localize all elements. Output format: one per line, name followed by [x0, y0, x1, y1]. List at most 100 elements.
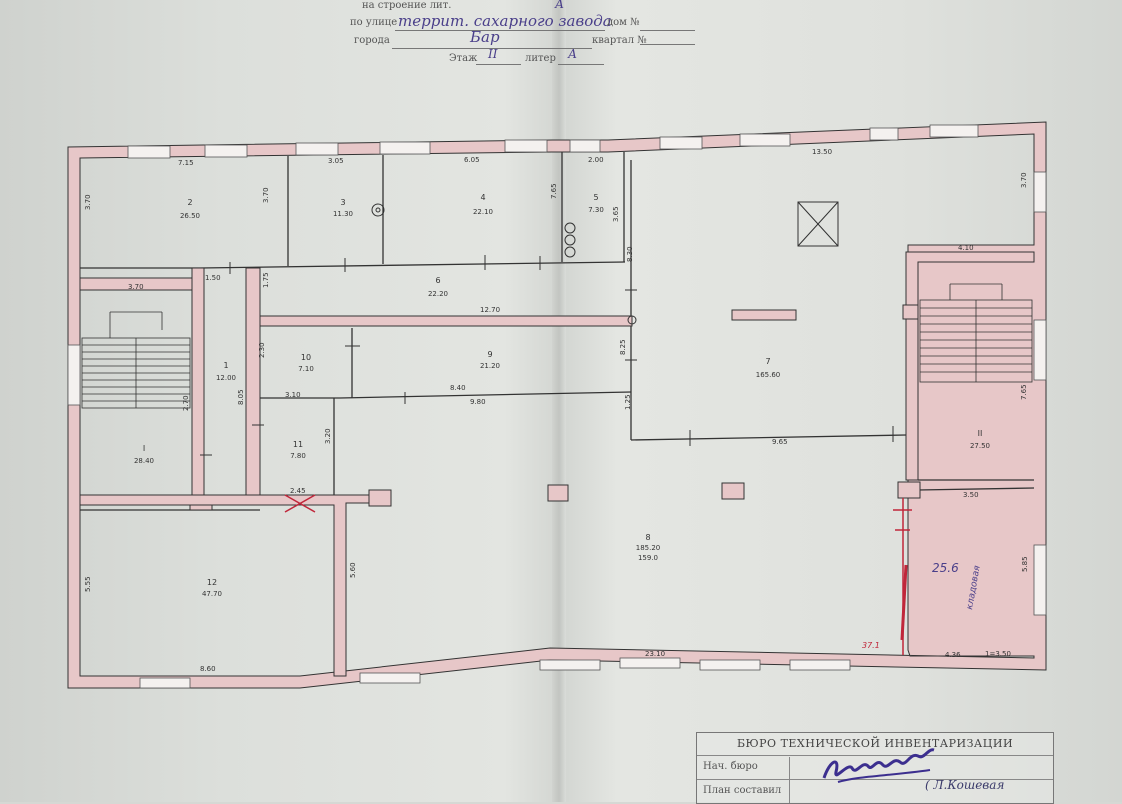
room-area-10: 7.10	[298, 365, 314, 373]
room-num-9: 9	[487, 350, 492, 359]
header-apt-line	[640, 44, 695, 45]
room-num-1: 1	[223, 361, 228, 370]
room-num-I: I	[143, 444, 145, 453]
header-floor-line	[476, 64, 521, 65]
dim-2310: 23.10	[645, 650, 665, 658]
dim-860: 8.60	[200, 665, 216, 673]
dim-805: 8.05	[237, 389, 245, 405]
dim-230: 2.30	[258, 342, 266, 358]
header-street-value: террит. сахарного завода	[398, 12, 612, 30]
room-area-11: 7.80	[290, 452, 306, 460]
room-area-8: 185.20	[636, 544, 661, 552]
dim-310: 3.10	[285, 391, 301, 399]
dim-765: 7.65	[1020, 384, 1028, 400]
header-liter-value: А	[568, 47, 578, 61]
room-area-7: 165.60	[756, 371, 781, 379]
right-stair-walls	[905, 251, 1035, 481]
room-area-5: 7.30	[588, 206, 604, 214]
room-area-I: 28.40	[134, 457, 154, 465]
room-num-7: 7	[765, 357, 770, 366]
red-marks	[284, 494, 912, 655]
stamp-row-drawn: План составил	[703, 785, 782, 796]
dim-150: 1.50	[205, 274, 221, 282]
door-ticks	[200, 255, 894, 456]
dim-436: 4.36	[945, 651, 961, 659]
room-area-9: 21.20	[480, 362, 500, 370]
room-area-12: 47.70	[202, 590, 222, 598]
header-street-line	[395, 30, 605, 31]
header-apt-label: квартал №	[592, 35, 647, 46]
header-city-value: Бар	[470, 28, 500, 46]
hand-small: 37.1	[862, 641, 880, 650]
stamp-name: ( Л.Кошевая	[925, 778, 1005, 792]
dim-350: 3.50	[963, 491, 979, 499]
header-line1-value: А	[555, 0, 565, 11]
dimension-labels: 7.15 3.05 6.05 2.00 13.50 3.70 4.10 1.50…	[84, 148, 1029, 673]
hand-area: 25.6	[932, 561, 959, 575]
room-area-3: 11.30	[333, 210, 353, 218]
dim-585: 5.85	[1021, 556, 1029, 572]
room-area-1: 12.00	[216, 374, 236, 382]
dim-555: 5.55	[84, 576, 92, 592]
room-note-8: 159.0	[638, 554, 658, 562]
stamp-hline-2	[697, 779, 1053, 780]
dim-370a: 3.70	[84, 194, 92, 210]
dim-410: 4.10	[958, 244, 974, 252]
header-floor-value: II	[488, 47, 498, 61]
header-house-line	[640, 30, 695, 31]
dim-980: 9.80	[470, 398, 486, 406]
room-area-2: 26.50	[180, 212, 200, 220]
dim-245: 2.45	[290, 487, 306, 495]
room-num-2: 2	[187, 198, 192, 207]
header-liter-label: литер	[525, 53, 556, 64]
dim-1270: 12.70	[480, 306, 500, 314]
header-street-label: по улице	[350, 17, 398, 28]
signature-image	[822, 748, 935, 783]
room-num-3: 3	[340, 198, 345, 207]
room-area-II: 27.50	[970, 442, 990, 450]
dim-965: 9.65	[772, 438, 788, 446]
room-area-6: 22.20	[428, 290, 448, 298]
room-num-II: II	[978, 429, 983, 438]
stamp-vline	[789, 757, 790, 803]
header-house-label: дом №	[607, 17, 640, 28]
sanitary-fixtures	[371, 203, 637, 325]
outer-wall	[67, 121, 1047, 689]
dim-200: 2.00	[588, 156, 604, 164]
dim-830: 8.30	[626, 246, 634, 262]
room-num-6: 6	[435, 276, 440, 285]
room-num-12: 12	[207, 578, 217, 587]
dim-370b: 3.70	[128, 283, 144, 291]
interior-walls	[80, 152, 1035, 511]
room12-wall	[79, 494, 373, 677]
header-city-line	[392, 48, 592, 49]
dim-175: 1.75	[262, 272, 270, 288]
skylight	[797, 201, 839, 247]
left-core-walls	[79, 267, 261, 511]
room-num-10: 10	[301, 353, 311, 362]
dim-1350: 13.50	[812, 148, 832, 156]
stamp-title: БЮРО ТЕХНИЧЕСКОЙ ИНВЕНТАРИЗАЦИИ	[736, 737, 1014, 750]
dim-765b: 7.65	[550, 183, 558, 199]
header-city-label: города	[354, 35, 390, 46]
dim-370d: 3.70	[262, 187, 270, 203]
left-staircase	[81, 311, 191, 409]
header-line1-label: на строение лит.	[362, 0, 452, 11]
bti-stamp: БЮРО ТЕХНИЧЕСКОЙ ИНВЕНТАРИЗАЦИИ Нач. бюр…	[696, 732, 1054, 804]
dim-270: 2.70	[182, 395, 190, 411]
dim-715: 7.15	[178, 159, 194, 167]
dim-840: 8.40	[450, 384, 466, 392]
dim-605: 6.05	[464, 156, 480, 164]
room-area-4: 22.10	[473, 208, 493, 216]
dim-365: 3.65	[612, 206, 620, 222]
dim-560: 5.60	[349, 562, 357, 578]
dim-370c: 3.70	[1020, 172, 1028, 188]
header-floor-label: Этаж	[449, 53, 478, 64]
room-labels: 2 26.50 3 11.30 4 22.10 5 7.30 6 22.20 7…	[134, 193, 990, 598]
stamp-hline-1	[697, 755, 1053, 756]
windows	[67, 124, 1047, 689]
dim-320: 3.20	[324, 428, 332, 444]
columns	[368, 304, 921, 507]
